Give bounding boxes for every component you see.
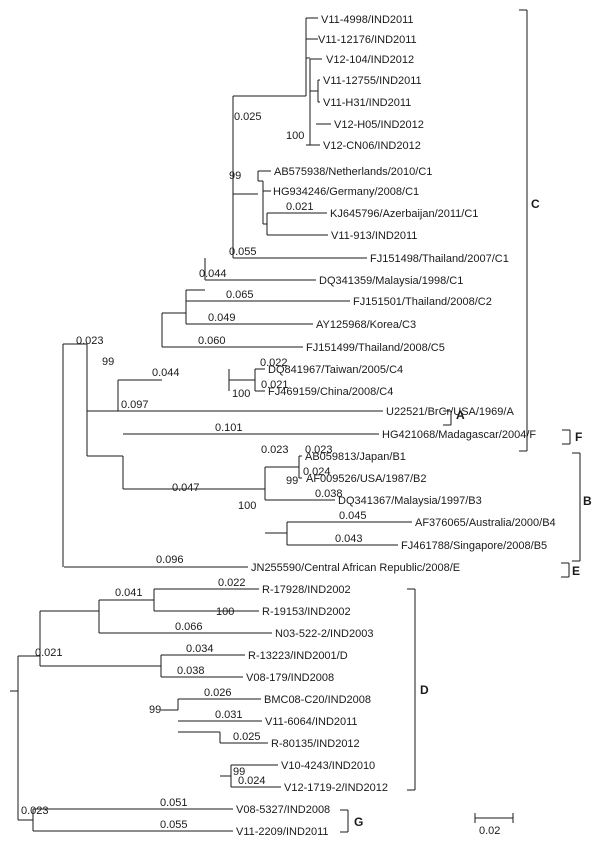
taxon-label: V12-CN06/IND2012 [323,140,421,152]
branch-length-label: 0.065 [226,289,254,301]
taxon-label: KJ645796/Azerbaijan/2011/C1 [330,208,478,220]
taxon-label: AY125968/Korea/C3 [316,319,416,331]
branch-length-label: 0.022 [260,357,288,369]
branch-length-label: 0.096 [156,554,184,566]
branch-length-label: 0.049 [208,312,236,324]
taxon-label: V10-4243/IND2010 [281,760,375,772]
branch-length-label: 0.021 [35,647,63,659]
bootstrap-value: 100 [216,606,234,618]
branch-length-label: 0.101 [215,422,243,434]
tree-labels: V11-4998/IND2011 V11-12176/IND2011 V12-1… [21,14,592,838]
branch-length-label: 0.023 [261,444,289,456]
clade-label-c: C [531,197,540,211]
branch-length-label: 0.026 [204,687,232,699]
taxon-label: AF376065/Australia/2000/B4 [415,517,556,529]
bootstrap-value: 99 [149,704,161,716]
branch-length-label: 0.044 [199,268,227,280]
branch-length-label: 0.047 [172,482,200,494]
bootstrap-value: 100 [238,500,256,512]
clade-label-e: E [572,564,580,578]
clade-label-b: B [583,494,592,508]
taxon-label: V11-2209/IND2011 [236,826,329,838]
branch-length-label: 0.025 [234,111,262,123]
taxon-label: AB059813/Japan/B1 [305,451,406,463]
branch-length-label: 0.043 [335,533,363,545]
taxon-label: FJ151499/Thailand/2008/C5 [306,342,445,354]
taxon-label: AF009526/USA/1987/B2 [306,473,426,485]
branch-length-label: 0.055 [160,819,188,831]
bootstrap-value: 99 [286,475,298,487]
clade-label-g: G [354,815,363,829]
taxon-label: DQ341359/Malaysia/1998/C1 [319,275,463,287]
taxon-label: V08-5327/IND2008 [236,804,330,816]
branch-length-label: 0.023 [305,444,333,456]
clade-label-f: F [575,430,582,444]
branch-length-label: 0.041 [115,587,143,599]
branch-length-label: 0.024 [303,466,331,478]
taxon-label: FJ469159/China/2008/C4 [268,386,393,398]
branch-length-label: 0.045 [339,510,367,522]
taxon-label: HG421068/Madagascar/2004/F [382,429,536,441]
taxon-label: N03-522-2/IND2003 [275,628,373,640]
bootstrap-value: 99 [233,766,245,778]
branch-length-label: 0.066 [175,621,203,633]
bootstrap-value: 100 [232,388,250,400]
taxon-label: V12-1719-2/IND2012 [284,782,388,794]
branch-length-label: 0.023 [21,805,49,817]
taxon-label: V11-913/IND2011 [331,230,417,242]
taxon-label: V08-179/IND2008 [246,672,334,684]
taxon-label: DQ341367/Malaysia/1997/B3 [338,495,482,507]
branch-length-label: 0.060 [198,335,226,347]
taxon-label: V11-12176/IND2011 [318,34,417,46]
taxon-label: V11-6064/IND2011 [265,716,358,728]
branch-length-label: 0.097 [121,399,149,411]
branch-length-label: 0.044 [152,367,180,379]
branch-length-label: 0.051 [160,797,188,809]
taxon-label: U22521/BrCr/USA/1969/A [386,406,514,418]
branch-length-label: 0.021 [261,379,289,391]
taxon-label: FJ461788/Singapore/2008/B5 [401,540,547,552]
bootstrap-value: 99 [102,356,114,368]
taxon-label: FJ151501/Thailand/2008/C2 [353,296,492,308]
taxon-label: DQ841967/Taiwan/2005/C4 [268,364,403,376]
taxon-label: V11-4998/IND2011 [321,14,414,26]
taxon-label: R-13223/IND2001/D [248,650,348,662]
branch-length-label: 0.038 [177,665,205,677]
taxon-label: R-80135/IND2012 [271,738,360,750]
taxon-label: HG934246/Germany/2008/C1 [273,186,419,198]
branch-length-label: 0.055 [229,246,257,258]
taxon-label: V12-H05/IND2012 [334,119,424,131]
bootstrap-value: 99 [229,170,241,182]
taxon-label: R-19153/IND2002 [262,606,351,618]
taxon-label: JN255590/Central African Republic/2008/E [251,562,460,574]
branch-length-label: 0.025 [233,731,261,743]
bootstrap-value: 100 [286,130,304,142]
taxon-label: V11-12755/IND2011 [323,75,422,87]
taxon-label: V12-104/IND2012 [326,54,414,66]
branch-length-label: 0.031 [215,709,243,721]
branch-length-label: 0.024 [238,775,266,787]
taxon-label: V11-H31/IND2011 [323,97,411,109]
clade-label-d: D [420,683,429,697]
branch-length-label: 0.022 [218,577,246,589]
scale-bar-label: 0.02 [479,825,500,837]
taxon-label: R-17928/IND2002 [262,584,351,596]
branch-length-label: 0.038 [315,488,343,500]
branch-length-label: 0.021 [286,201,314,213]
tree-branches [10,9,581,833]
taxon-label: AB575938/Netherlands/2010/C1 [274,166,432,178]
taxon-label: BMC08-C20/IND2008 [264,694,371,706]
branch-length-label: 0.034 [186,643,214,655]
branch-length-label: 0.023 [76,335,104,347]
taxon-label: FJ151498/Thailand/2007/C1 [370,253,509,265]
clade-label-a: A [456,408,465,422]
